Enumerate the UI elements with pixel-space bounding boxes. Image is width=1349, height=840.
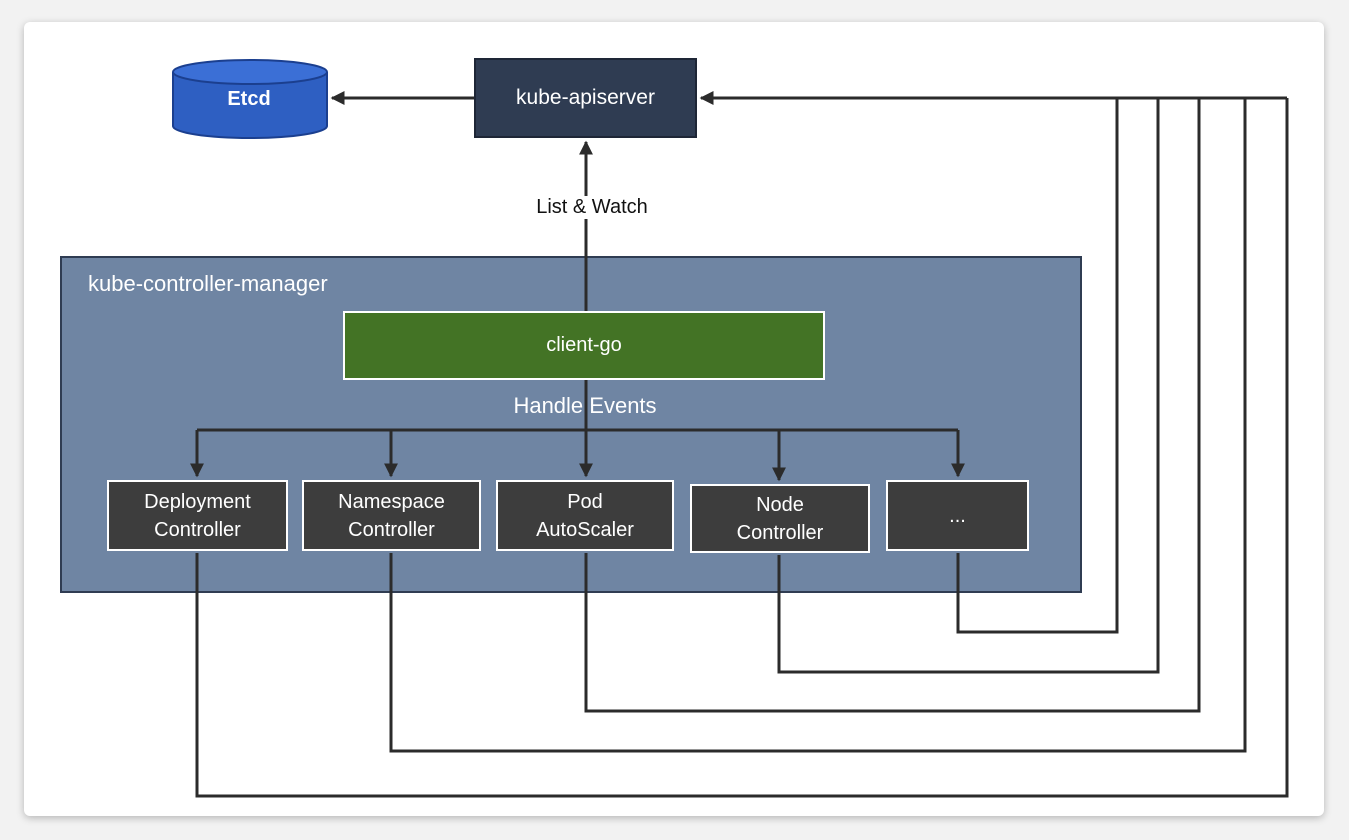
client-go-label: client-go	[546, 334, 622, 356]
return-node	[777, 98, 1160, 674]
kube-apiserver-label: kube-apiserver	[516, 86, 655, 109]
etcd-label: Etcd	[227, 88, 271, 110]
client-go-box: client-go	[343, 311, 825, 380]
etcd-database-icon	[172, 59, 328, 139]
return-more	[956, 98, 1119, 634]
deployment-controller-box: Deployment Controller	[107, 480, 288, 551]
controller-manager-label: kube-controller-manager	[88, 271, 328, 296]
namespace-controller-box: Namespace Controller	[302, 480, 481, 551]
pod-autoscaler-label: Pod AutoScaler	[536, 490, 634, 541]
node-controller-label: Node Controller	[736, 493, 824, 544]
namespace-controller-label: Namespace Controller	[338, 490, 445, 541]
pod-autoscaler-box: Pod AutoScaler	[496, 480, 674, 551]
more-controllers-label: ...	[949, 504, 966, 527]
return-deployment	[195, 98, 1289, 798]
more-controllers-box: ...	[886, 480, 1029, 551]
list-watch-label: List & Watch	[512, 196, 672, 219]
kube-apiserver-box: kube-apiserver	[474, 58, 697, 138]
return-namespace	[389, 98, 1247, 753]
return-pod	[584, 98, 1201, 713]
deployment-controller-label: Deployment Controller	[144, 490, 251, 541]
node-controller-box: Node Controller	[690, 484, 870, 553]
